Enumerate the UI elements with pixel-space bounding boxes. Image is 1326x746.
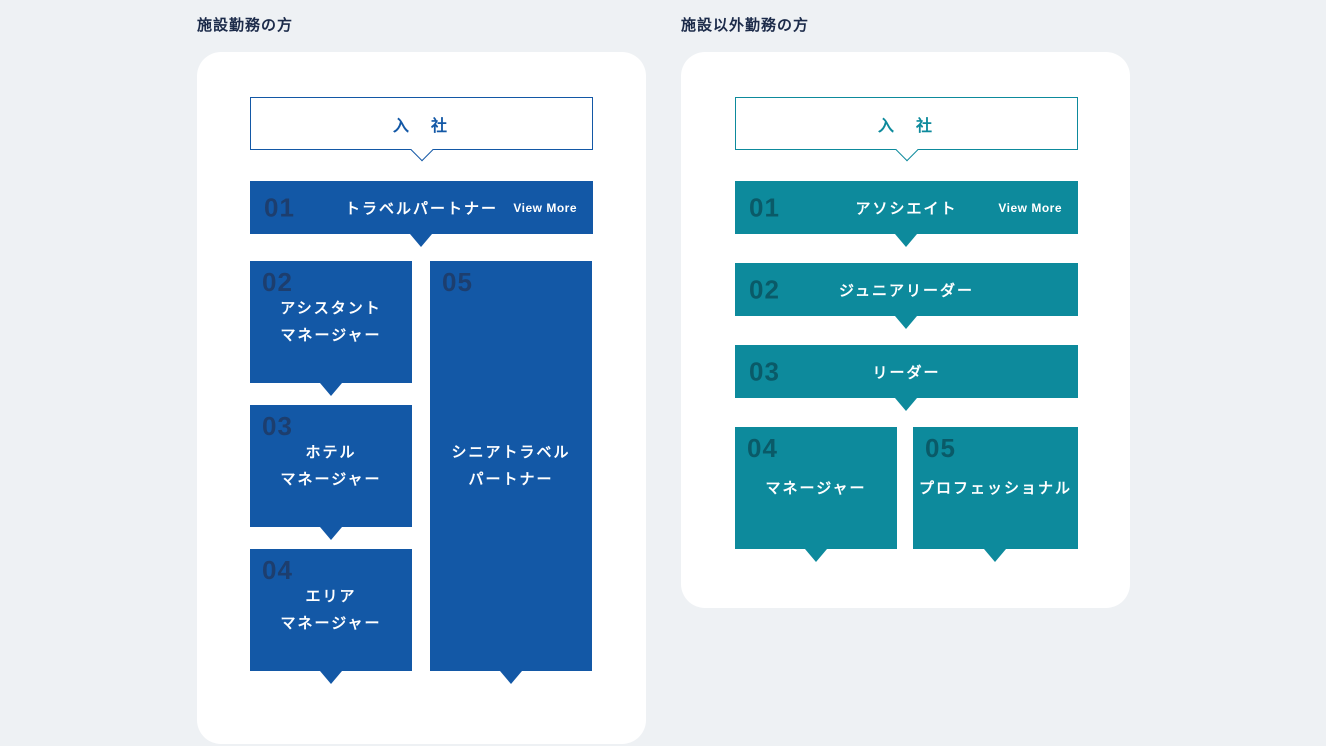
step-02-assistant-manager: 02 アシスタント マネージャー [250, 261, 412, 383]
step-01-travel-partner[interactable]: 01 トラベルパートナー View More [250, 181, 593, 234]
step-03-hotel-manager: 03 ホテル マネージャー [250, 405, 412, 527]
non-facility-career-card: 入 社 01 アソシエイト View More 02 ジュニアリーダー 03 リ… [681, 52, 1130, 608]
step-05-professional: 05 プロフェッショナル [913, 427, 1078, 549]
step-number: 02 [262, 267, 293, 297]
step-04-manager: 04 マネージャー [735, 427, 897, 549]
arrow-down-icon [320, 527, 342, 540]
heading-facility: 施設勤務の方 [197, 17, 294, 34]
step-05-senior-travel-partner: 05 シニアトラベル パートナー [430, 261, 592, 671]
arrow-down-icon [895, 316, 917, 329]
step-03-leader: 03 リーダー [735, 345, 1078, 398]
arrow-down-icon [320, 383, 342, 396]
view-more-link[interactable]: View More [998, 200, 1062, 215]
step-number: 02 [749, 274, 780, 304]
entry-label: 入 社 [392, 117, 450, 135]
step-label: マネージャー [765, 479, 867, 497]
step-label: アシスタント マネージャー [280, 300, 382, 344]
step-label: アソシエイト [855, 200, 958, 217]
arrow-down-icon [895, 234, 917, 247]
step-04-area-manager: 04 エリア マネージャー [250, 549, 412, 671]
step-number: 01 [264, 192, 295, 222]
arrow-down-icon [500, 671, 522, 684]
arrow-down-icon [895, 398, 917, 411]
step-number: 01 [749, 192, 780, 222]
arrow-down-icon [320, 671, 342, 684]
step-label: ホテル マネージャー [280, 444, 382, 488]
arrow-down-icon [984, 549, 1006, 562]
entry-label: 入 社 [877, 117, 935, 135]
step-label: シニアトラベル パートナー [451, 444, 571, 488]
step-number: 05 [442, 267, 473, 297]
step-number: 03 [749, 356, 780, 386]
arrow-down-icon [410, 234, 432, 247]
view-more-link[interactable]: View More [513, 200, 577, 215]
step-label: ジュニアリーダー [839, 282, 974, 299]
step-label: トラベルパートナー [344, 200, 498, 217]
step-number: 04 [262, 555, 293, 585]
step-number: 05 [925, 433, 956, 463]
step-label: リーダー [872, 364, 941, 381]
step-02-junior-leader: 02 ジュニアリーダー [735, 263, 1078, 316]
step-label: プロフェッショナル [918, 479, 1072, 497]
arrow-down-icon [805, 549, 827, 562]
step-number: 04 [747, 433, 778, 463]
step-label: エリア マネージャー [280, 588, 382, 632]
facility-career-card: 入 社 01 トラベルパートナー View More 02 アシスタント マネー… [197, 52, 646, 744]
step-number: 03 [262, 411, 293, 441]
heading-non-facility: 施設以外勤務の方 [681, 17, 810, 34]
step-01-associate[interactable]: 01 アソシエイト View More [735, 181, 1078, 234]
